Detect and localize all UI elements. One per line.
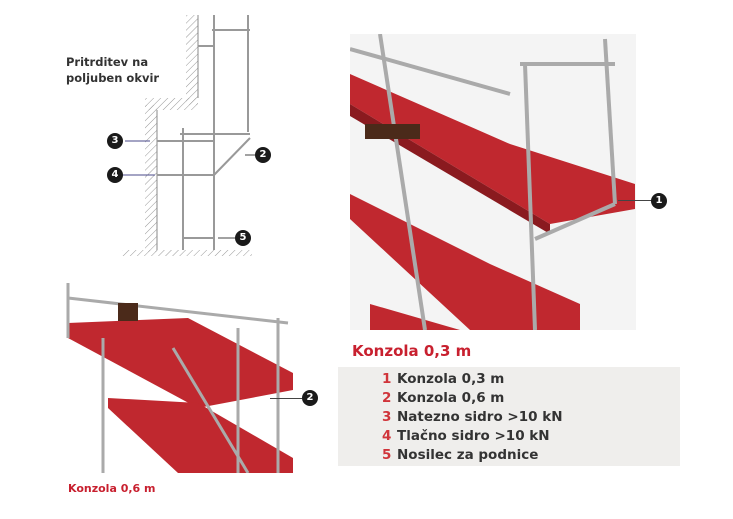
- legend-item: 3 Natezno sidro >10 kN: [382, 409, 563, 425]
- legend-num: 1: [382, 371, 392, 387]
- legend-item: 1 Konzola 0,3 m: [382, 371, 504, 387]
- console-03-photo: [350, 34, 636, 330]
- legend-num: 4: [382, 428, 392, 444]
- legend-label: Tlačno sidro >10 kN: [397, 428, 550, 444]
- console-06-photo: [66, 283, 293, 473]
- legend-num: 3: [382, 409, 392, 425]
- caption-konzola-03: Konzola 0,3 m: [352, 342, 472, 360]
- legend-num: 5: [382, 447, 392, 463]
- callout-2: 2: [255, 147, 271, 163]
- legend: 1 Konzola 0,3 m 2 Konzola 0,6 m 3 Natezno s…: [338, 367, 680, 466]
- caption-konzola-06: Konzola 0,6 m: [68, 482, 156, 495]
- diagram-title-line2: poljuben okvir: [66, 71, 160, 85]
- anchoring-diagram: [122, 15, 255, 256]
- legend-num: 2: [382, 390, 392, 406]
- callout-4: 4: [107, 167, 123, 183]
- legend-label: Natezno sidro >10 kN: [397, 409, 563, 425]
- callout-5: 5: [235, 230, 251, 246]
- diagram-title: Pritrditev na poljuben okvir: [66, 54, 159, 86]
- legend-item: 4 Tlačno sidro >10 kN: [382, 428, 550, 444]
- diagram-title-line1: Pritrditev na: [66, 55, 149, 69]
- callout-1: 1: [651, 193, 667, 209]
- legend-item: 5 Nosilec za podnice: [382, 447, 538, 463]
- legend-item: 2 Konzola 0,6 m: [382, 390, 504, 406]
- callout-3: 3: [107, 133, 123, 149]
- legend-label: Konzola 0,3 m: [397, 371, 505, 387]
- legend-label: Konzola 0,6 m: [397, 390, 505, 406]
- legend-label: Nosilec za podnice: [397, 447, 539, 463]
- callout-2-photo: 2: [302, 390, 318, 406]
- callout-line: [270, 398, 302, 399]
- callout-line: [618, 200, 652, 201]
